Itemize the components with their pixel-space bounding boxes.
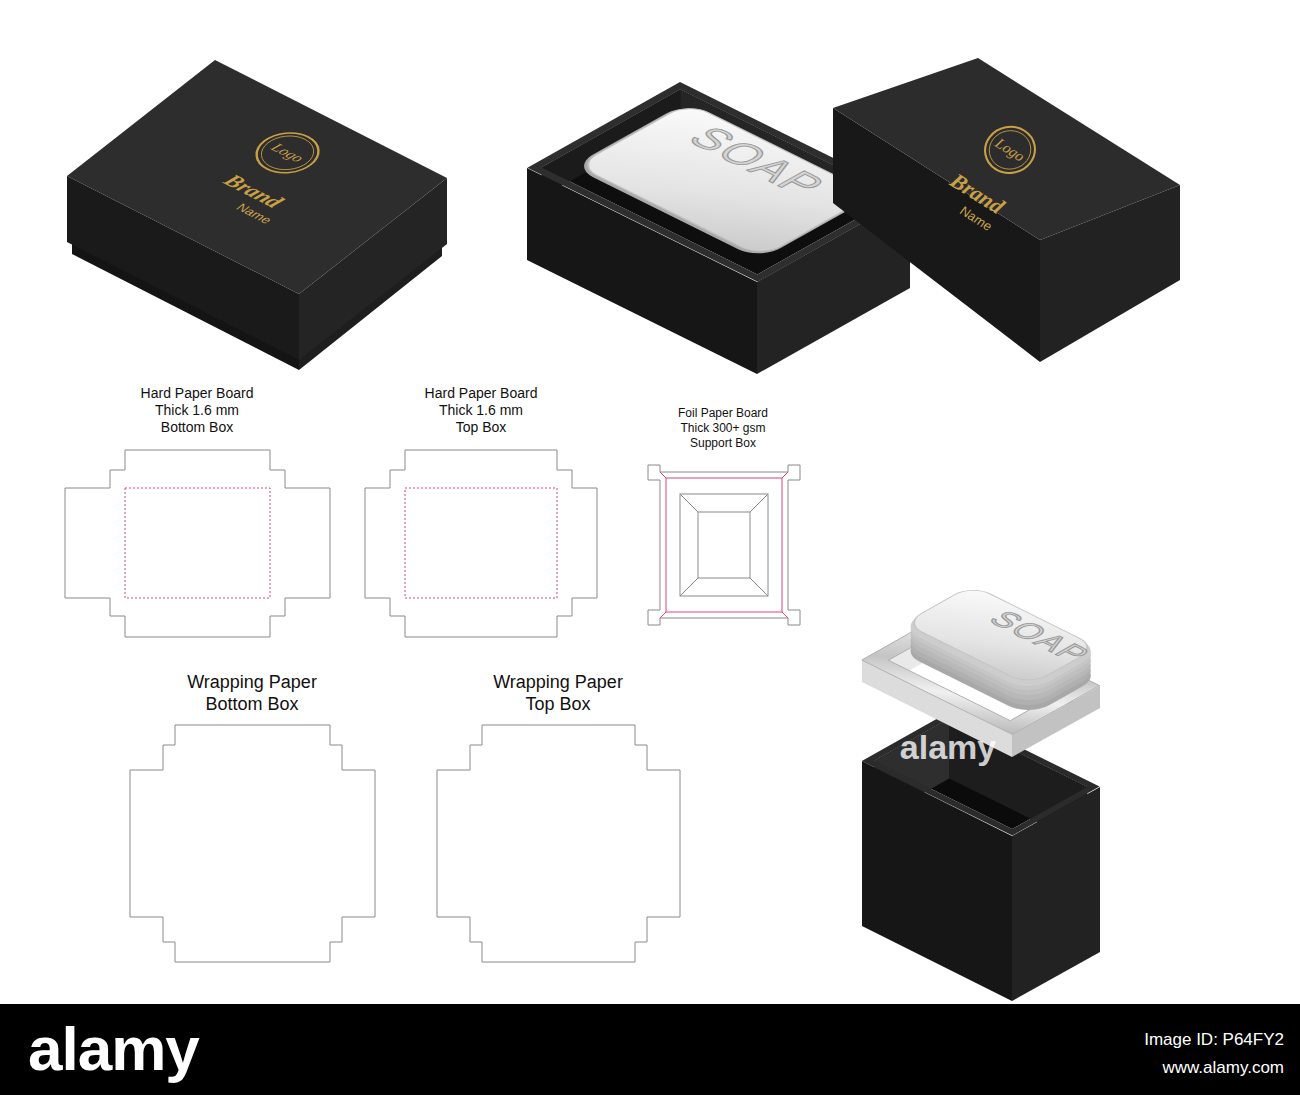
- exploded-base-box: [862, 712, 1100, 1001]
- exploded-base-box: [862, 712, 1100, 836]
- dieline-support-box: [648, 465, 800, 625]
- exploded-base-box: [1012, 787, 1100, 1001]
- logo-text: Logo: [267, 141, 307, 165]
- dieline-heading: Hard Paper Board Thick 1.6 mm Top Box: [425, 385, 538, 436]
- logo-text: Logo: [992, 135, 1028, 165]
- logo-ring: [251, 129, 325, 176]
- logo-ring: [244, 125, 331, 181]
- dieline-top-box: [365, 450, 597, 637]
- dieline-bottom-box: [65, 450, 330, 637]
- dieline-top-box: [365, 450, 597, 637]
- dieline-support-box: [660, 472, 788, 618]
- dieline-heading: Hard Paper Board Thick 1.6 mm Bottom Box: [141, 385, 254, 436]
- dieline-wrapping-top: [437, 725, 680, 962]
- watermark: alamy: [900, 729, 996, 766]
- logo-ring: [975, 118, 1044, 182]
- dieline-wrapping-bottom: [130, 725, 375, 962]
- dieline-bottom-box: [125, 488, 270, 598]
- open-box: [572, 102, 875, 260]
- dieline-support-box: [698, 512, 750, 578]
- exploded-base-box: [862, 712, 1100, 836]
- open-box: [577, 103, 873, 257]
- soap-imprint: SOAP: [678, 121, 837, 203]
- dieline-support-box: [680, 494, 768, 596]
- dieline-top-box: [405, 488, 557, 598]
- dieline-wrapping-bottom: [130, 725, 375, 962]
- logo-ring: [975, 118, 1044, 182]
- logo-ring: [244, 125, 331, 181]
- soap-imprint: SOAP: [981, 607, 1099, 667]
- closed-box: [67, 60, 447, 370]
- dieline-support-box: [648, 465, 800, 625]
- dieline-wrapping-top: [437, 725, 680, 962]
- dieline-heading: Wrapping Paper Bottom Box: [187, 671, 317, 715]
- box-lid: [833, 58, 1180, 362]
- dieline-heading: Foil Paper Board Thick 300+ gsm Support …: [678, 406, 768, 451]
- footer-bar: [0, 1004, 1300, 1095]
- footer-id: Image ID: P64FY2: [1144, 1031, 1284, 1050]
- dieline-bottom-box: [65, 450, 330, 637]
- closed-box: [67, 60, 447, 294]
- dieline-support-box: [666, 478, 782, 612]
- footer-logo: alamy: [28, 1015, 199, 1083]
- footer-url: www.alamy.com: [1162, 1059, 1284, 1078]
- dieline-heading: Wrapping Paper Top Box: [493, 671, 623, 715]
- dieline-support-box: [680, 494, 768, 596]
- logo-ring: [981, 123, 1039, 176]
- box-lid: [833, 58, 1180, 240]
